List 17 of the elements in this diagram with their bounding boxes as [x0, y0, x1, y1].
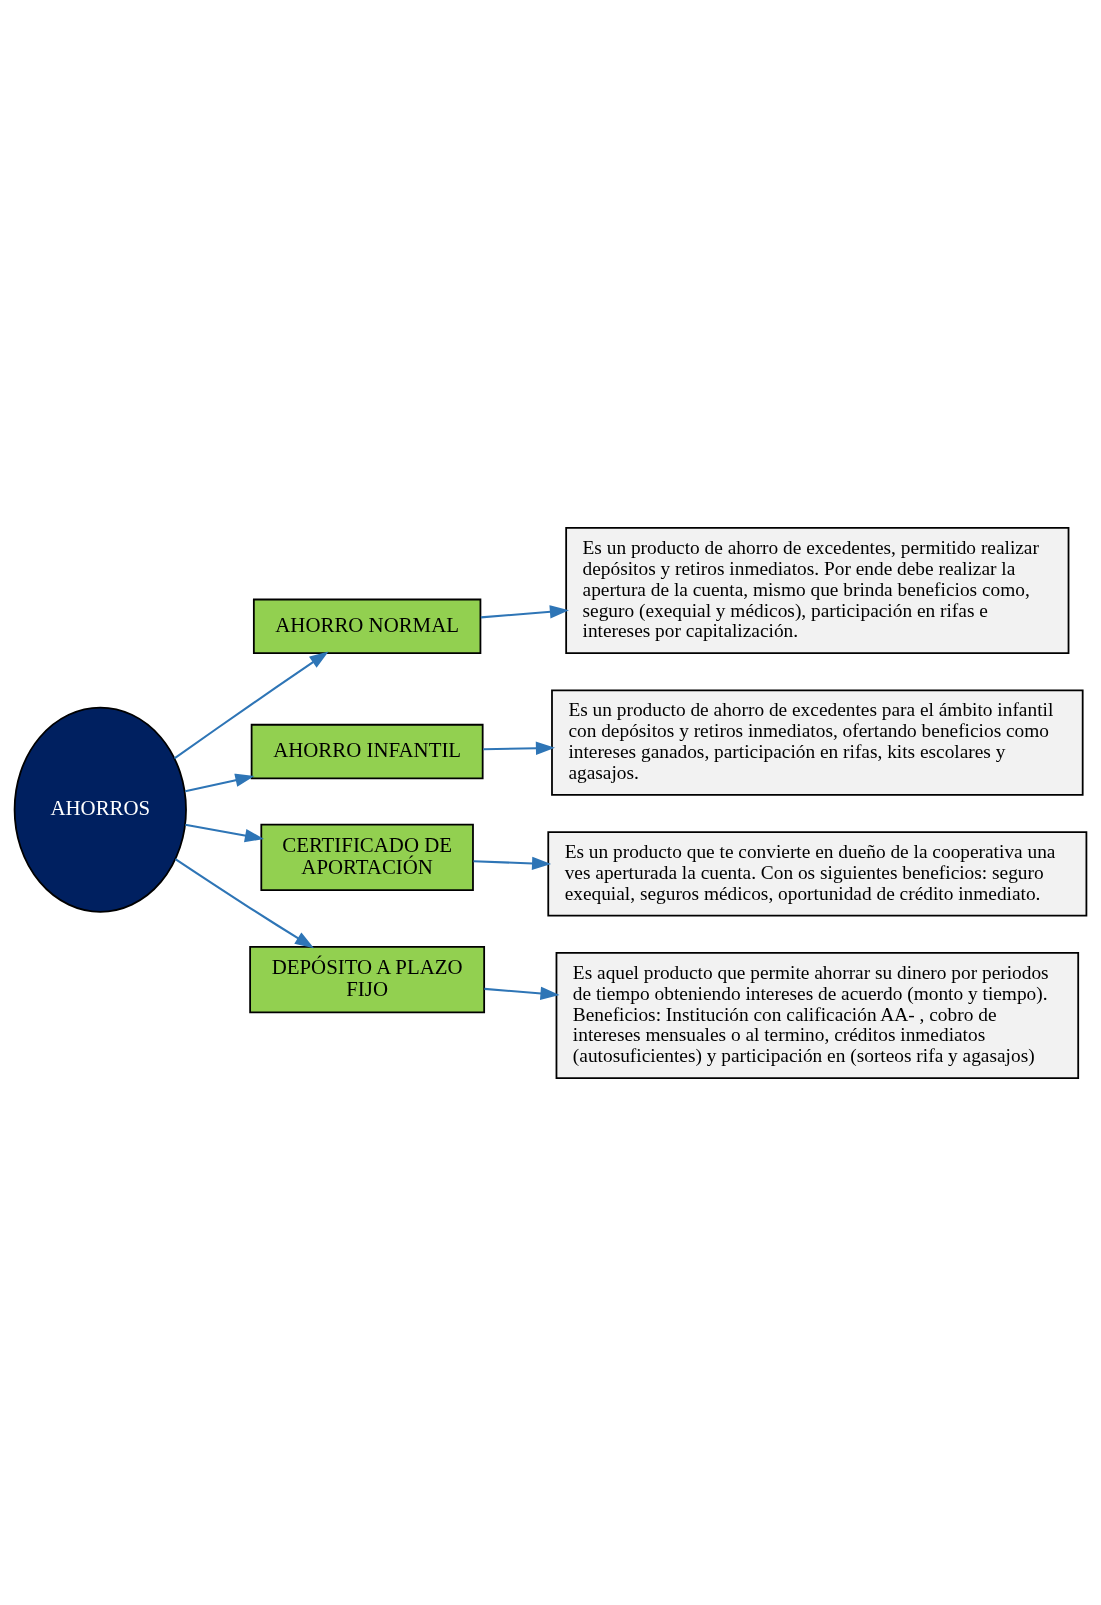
- node-box: DEPÓSITO A PLAZO FIJO: [249, 945, 486, 1013]
- node-box: Es un producto que te convierte en dueño de la cooperativa una ves aperturada la cuenta. Con os siguientes beneficios: seguro exequial, seguros médicos, oportunidad de crédito inmediato.: [547, 830, 1088, 916]
- node-box: AHORRO INFANTIL: [250, 723, 484, 779]
- node-ellipse: AHORROS: [13, 706, 187, 913]
- arrow: [185, 773, 255, 792]
- arrow: [185, 823, 264, 842]
- arrow: [174, 857, 315, 948]
- arrow: [484, 986, 560, 1000]
- arrow: [483, 741, 556, 755]
- node-box: Es un producto de ahorro de excedentes, permitido realizar depósitos y retiros inmediatos. Por ende debe realizar la apertura de la cuenta, mismo que brinda beneficios como, seguro (exequial y médicos), participación en rifas e intereses por capitalización.: [565, 526, 1070, 654]
- arrow: [473, 856, 552, 870]
- node-box: Es aquel producto que permite ahorrar su dinero por periodos de tiempo obteniendo intereses de acuerdo (monto y tiempo). Beneficios: Institución con calificación AA- , cobro de intereses mensuales o al termino, créditos inmediatos (autosuficientes) y participación en (sorteos rifa y agasajos): [555, 951, 1080, 1079]
- arrow: [173, 651, 329, 759]
- node-box: Es un producto de ahorro de excedentes para el ámbito infantil con depósitos y retiros inmediatos, ofertando beneficios como intereses ganados, participación en rifas, kits escolares y agasajos.: [551, 689, 1084, 796]
- node-box: AHORRO NORMAL: [252, 598, 482, 654]
- node-box: CERTIFICADO DE APORTACIÓN: [260, 823, 474, 891]
- arrow: [480, 604, 569, 618]
